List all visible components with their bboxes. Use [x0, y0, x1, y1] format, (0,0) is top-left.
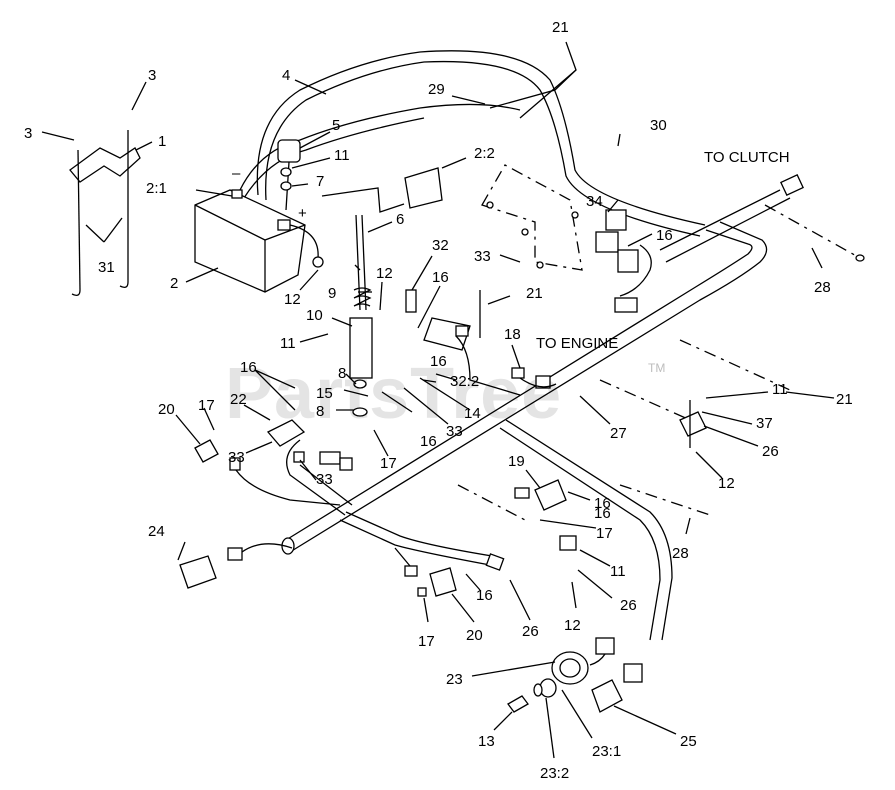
callout: 16: [432, 269, 449, 286]
battery-cable: [321, 167, 443, 213]
callout: 11: [334, 147, 350, 164]
callout-labels: 21 3 3 1 4 29 30 5 11 2:2 7 2:1 6 34 16 …: [24, 19, 853, 782]
callout: 11: [280, 335, 296, 352]
callout: 10: [306, 307, 323, 324]
relays: [595, 209, 652, 313]
callout: 28: [672, 545, 689, 562]
callout: 26: [620, 597, 637, 614]
battery-hold-bracket: [69, 130, 141, 296]
callout: 12: [284, 291, 301, 308]
callout: 33: [474, 248, 491, 265]
callout: 9: [328, 285, 336, 302]
callout: 12: [564, 617, 581, 634]
watermark-text: PartsTree: [225, 354, 562, 434]
callout: 33: [228, 449, 245, 466]
callout: 16: [476, 587, 493, 604]
battery: – +: [194, 165, 324, 293]
ignition-switch: [507, 637, 643, 713]
callout: 23:1: [592, 743, 621, 760]
relay-bracket: [481, 164, 583, 271]
callout: 37: [756, 415, 773, 432]
callout: 17: [198, 397, 215, 414]
watermark-tm: TM: [648, 361, 665, 375]
leader-lines: [41, 41, 835, 759]
seat-switch-connector: [179, 543, 293, 589]
callout: 32: [432, 237, 449, 254]
callout: 12: [376, 265, 393, 282]
callout: 25: [680, 733, 697, 750]
svg-text:+: +: [298, 205, 307, 222]
callout: 17: [380, 455, 397, 472]
callout: 7: [316, 173, 324, 190]
callout: 13: [478, 733, 495, 750]
callout: 16: [240, 359, 257, 376]
callout: 19: [508, 453, 525, 470]
callout: 11: [772, 381, 788, 398]
callout: 21: [836, 391, 853, 408]
callout: 22: [230, 391, 247, 408]
callout: 30: [650, 117, 667, 134]
callout: 8: [338, 365, 346, 382]
callout: 11: [610, 563, 626, 580]
callout: 31: [98, 259, 115, 276]
harness-fittings: [405, 289, 521, 396]
callout: 32:2: [450, 373, 479, 390]
callout: 3: [148, 67, 156, 84]
ground-bracket-right: [679, 400, 707, 448]
callout: 20: [158, 401, 175, 418]
callout: 23: [446, 671, 463, 688]
callout: 3: [24, 125, 32, 142]
callout: 34: [586, 193, 603, 210]
callout: 18: [504, 326, 521, 343]
callout: 29: [428, 81, 445, 98]
callout: 14: [464, 405, 481, 422]
callout: 26: [762, 443, 779, 460]
callout: 27: [610, 425, 627, 442]
interlock-switch: [514, 479, 577, 551]
upper-harness-loop: [239, 50, 706, 237]
svg-text:–: –: [232, 165, 241, 182]
callout: 16: [594, 495, 611, 512]
callout: 2:2: [474, 145, 495, 162]
callout: 20: [466, 627, 483, 644]
callout: 16: [594, 505, 611, 522]
note-to-clutch: TO CLUTCH: [704, 149, 790, 166]
callout: 16: [656, 227, 673, 244]
switch-bracket-left: [194, 419, 353, 506]
solenoid: [277, 139, 301, 211]
note-to-engine: TO ENGINE: [536, 335, 618, 352]
callout: 24: [148, 523, 165, 540]
callout: 2:1: [146, 180, 167, 197]
watermark: PartsTree TM: [225, 354, 665, 434]
callout: 15: [316, 385, 333, 402]
callout: 21: [552, 19, 569, 36]
callout: 17: [418, 633, 435, 650]
callout: 8: [316, 403, 324, 420]
dashed-leaders: [354, 264, 791, 521]
callout: 23:2: [540, 765, 569, 782]
callout: 1: [158, 133, 166, 150]
callout: 33: [316, 471, 333, 488]
switch-bracket-lower: [394, 547, 457, 597]
callout: 5: [332, 117, 340, 134]
callout: 16: [420, 433, 437, 450]
callout: 12: [718, 475, 735, 492]
callout: 21: [526, 285, 543, 302]
callout: 26: [522, 623, 539, 640]
battery-holddown-rod: [349, 214, 373, 417]
callout: 28: [814, 279, 831, 296]
callout: 16: [430, 353, 447, 370]
connector-block: [511, 367, 557, 389]
callout: 17: [596, 525, 613, 542]
callout: 33: [446, 423, 463, 440]
callout: 2: [170, 275, 178, 292]
callout: 4: [282, 67, 290, 84]
clutch-harness: [659, 173, 865, 263]
callout: 6: [396, 211, 404, 228]
